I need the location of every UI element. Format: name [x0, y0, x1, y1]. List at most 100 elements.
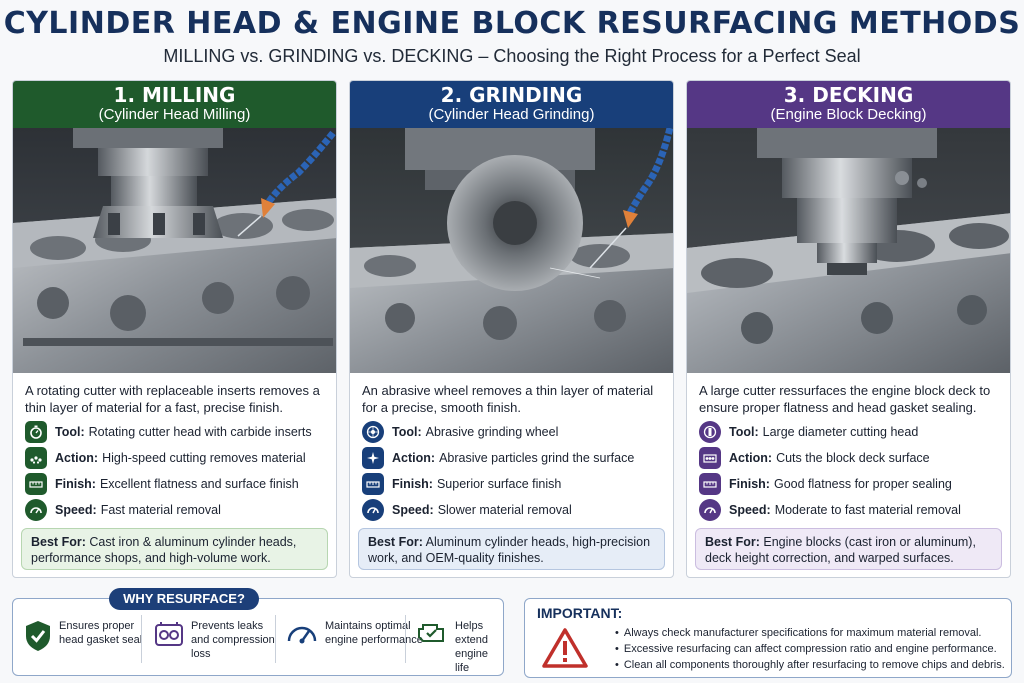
best-for-label: Best For:	[705, 535, 760, 549]
feature-label: Finish:	[729, 477, 770, 491]
method-subtitle: (Cylinder Head Milling)	[98, 106, 251, 123]
best-for-box: Best For: Engine blocks (cast iron or al…	[695, 528, 1002, 570]
feature-row: Action:Abrasive particles grind the surf…	[350, 445, 673, 471]
method-description: An abrasive wheel removes a thin layer o…	[362, 383, 654, 415]
why-item: Ensures proper head gasket seal	[23, 619, 142, 653]
best-for-text: Engine blocks (cast iron or aluminum), d…	[705, 535, 976, 565]
method-title: 1. MILLING	[113, 83, 236, 107]
divider	[275, 615, 276, 663]
feature-label: Tool:	[55, 425, 85, 439]
best-for-box: Best For: Aluminum cylinder heads, high-…	[358, 528, 665, 570]
feature-row: Speed:Moderate to fast material removal	[687, 497, 1010, 523]
why-item-text: Maintains optimal	[325, 620, 411, 632]
feature-label: Tool:	[392, 425, 422, 439]
grinding-photo	[350, 128, 673, 373]
method-card-decking: 3. DECKING (Engine Block Decking) A larg…	[686, 80, 1011, 578]
list-item: Always check manufacturer specifications…	[615, 625, 1007, 641]
divider	[141, 615, 142, 663]
feature-row: Finish:Superior surface finish	[350, 471, 673, 497]
engine-gasket-icon	[155, 622, 183, 646]
feature-row: Tool:Abrasive grinding wheel	[350, 419, 673, 445]
method-header: 3. DECKING (Engine Block Decking)	[687, 81, 1010, 128]
best-for-label: Best For:	[368, 535, 423, 549]
feature-row: Speed:Slower material removal	[350, 497, 673, 523]
page-title: CYLINDER HEAD & ENGINE BLOCK RESURFACING…	[3, 6, 1021, 41]
method-title: 2. GRINDING	[440, 83, 583, 107]
milling-photo	[13, 128, 336, 373]
ruler-icon	[25, 473, 47, 495]
feature-row: Action:Cuts the block deck surface	[687, 445, 1010, 471]
important-list: Always check manufacturer specifications…	[615, 625, 1007, 673]
feature-row: Tool:Rotating cutter head with carbide i…	[13, 419, 336, 445]
gauge-icon	[25, 499, 47, 521]
feature-row: Finish:Good flatness for proper sealing	[687, 471, 1010, 497]
method-card-milling: 1. MILLING (Cylinder Head Milling)	[12, 80, 337, 578]
feature-text: Slower material removal	[437, 503, 572, 517]
gauge-icon	[362, 499, 384, 521]
why-item-text: loss	[191, 648, 211, 660]
list-item: Excessive resurfacing can affect compres…	[615, 641, 1007, 657]
feature-text: High-speed cutting removes material	[102, 451, 306, 465]
feature-label: Speed:	[392, 503, 434, 517]
why-item-text: engine life	[455, 648, 489, 674]
feature-row: Finish:Excellent flatness and surface fi…	[13, 471, 336, 497]
why-item-text: head gasket seal	[59, 634, 143, 646]
chips-icon	[25, 447, 47, 469]
feature-text: Abrasive grinding wheel	[425, 425, 559, 439]
gauge-icon	[699, 499, 721, 521]
feature-text: Rotating cutter head with carbide insert…	[88, 425, 312, 439]
why-item: Prevents leaks and compression loss	[153, 619, 275, 661]
feature-row: Speed:Fast material removal	[13, 497, 336, 523]
feature-text: Superior surface finish	[436, 477, 562, 491]
feature-label: Action:	[55, 451, 99, 465]
why-item-text: engine performance	[325, 634, 423, 646]
block-icon	[699, 447, 721, 469]
best-for-box: Best For: Cast iron & aluminum cylinder …	[21, 528, 328, 570]
feature-label: Action:	[392, 451, 436, 465]
method-description: A rotating cutter with replaceable inser…	[25, 383, 320, 415]
best-for-label: Best For:	[31, 535, 86, 549]
why-item-text: Helps extend	[455, 620, 489, 646]
decking-photo	[687, 128, 1010, 373]
method-title: 3. DECKING	[783, 83, 914, 107]
warning-icon	[542, 628, 588, 668]
feature-text: Excellent flatness and surface finish	[99, 477, 299, 491]
feature-text: Good flatness for proper sealing	[773, 477, 952, 491]
method-header: 2. GRINDING (Cylinder Head Grinding)	[350, 81, 673, 128]
important-panel: IMPORTANT: Always check manufacturer spe…	[524, 598, 1012, 678]
feature-label: Speed:	[55, 503, 97, 517]
best-for-text: Cast iron & aluminum cylinder heads, per…	[31, 535, 297, 565]
ruler-icon	[699, 473, 721, 495]
feature-row: Action:High-speed cutting removes materi…	[13, 445, 336, 471]
important-title: IMPORTANT:	[537, 605, 623, 621]
page-subtitle: MILLING vs. GRINDING vs. DECKING – Choos…	[163, 46, 861, 66]
feature-label: Action:	[729, 451, 773, 465]
feature-text: Fast material removal	[100, 503, 221, 517]
cutter-icon	[699, 421, 721, 443]
shield-check-icon	[26, 621, 50, 651]
feature-text: Large diameter cutting head	[762, 425, 919, 439]
method-description: A large cutter ressurfaces the engine bl…	[699, 383, 991, 415]
engine-check-icon	[418, 624, 444, 642]
list-item: Clean all components thoroughly after re…	[615, 657, 1007, 673]
why-item-text: and compression	[191, 634, 275, 646]
method-header: 1. MILLING (Cylinder Head Milling)	[13, 81, 336, 128]
feature-text: Moderate to fast material removal	[774, 503, 961, 517]
why-item: Maintains optimal engine performance	[285, 619, 423, 647]
feature-text: Abrasive particles grind the surface	[439, 451, 635, 465]
divider	[405, 615, 406, 663]
best-for-text: Aluminum cylinder heads, high-precision …	[368, 535, 651, 565]
why-item-text: Prevents leaks	[191, 620, 264, 632]
method-card-grinding: 2. GRINDING (Cylinder Head Grinding)	[349, 80, 674, 578]
why-resurface-title: WHY RESURFACE?	[109, 588, 259, 610]
method-subtitle: (Engine Block Decking)	[770, 106, 927, 123]
stopwatch-icon	[25, 421, 47, 443]
ruler-icon	[362, 473, 384, 495]
why-item-text: Ensures proper	[59, 620, 135, 632]
feature-label: Finish:	[392, 477, 433, 491]
speedometer-icon	[287, 626, 317, 644]
feature-text: Cuts the block deck surface	[776, 451, 930, 465]
feature-label: Speed:	[729, 503, 771, 517]
feature-row: Tool:Large diameter cutting head	[687, 419, 1010, 445]
